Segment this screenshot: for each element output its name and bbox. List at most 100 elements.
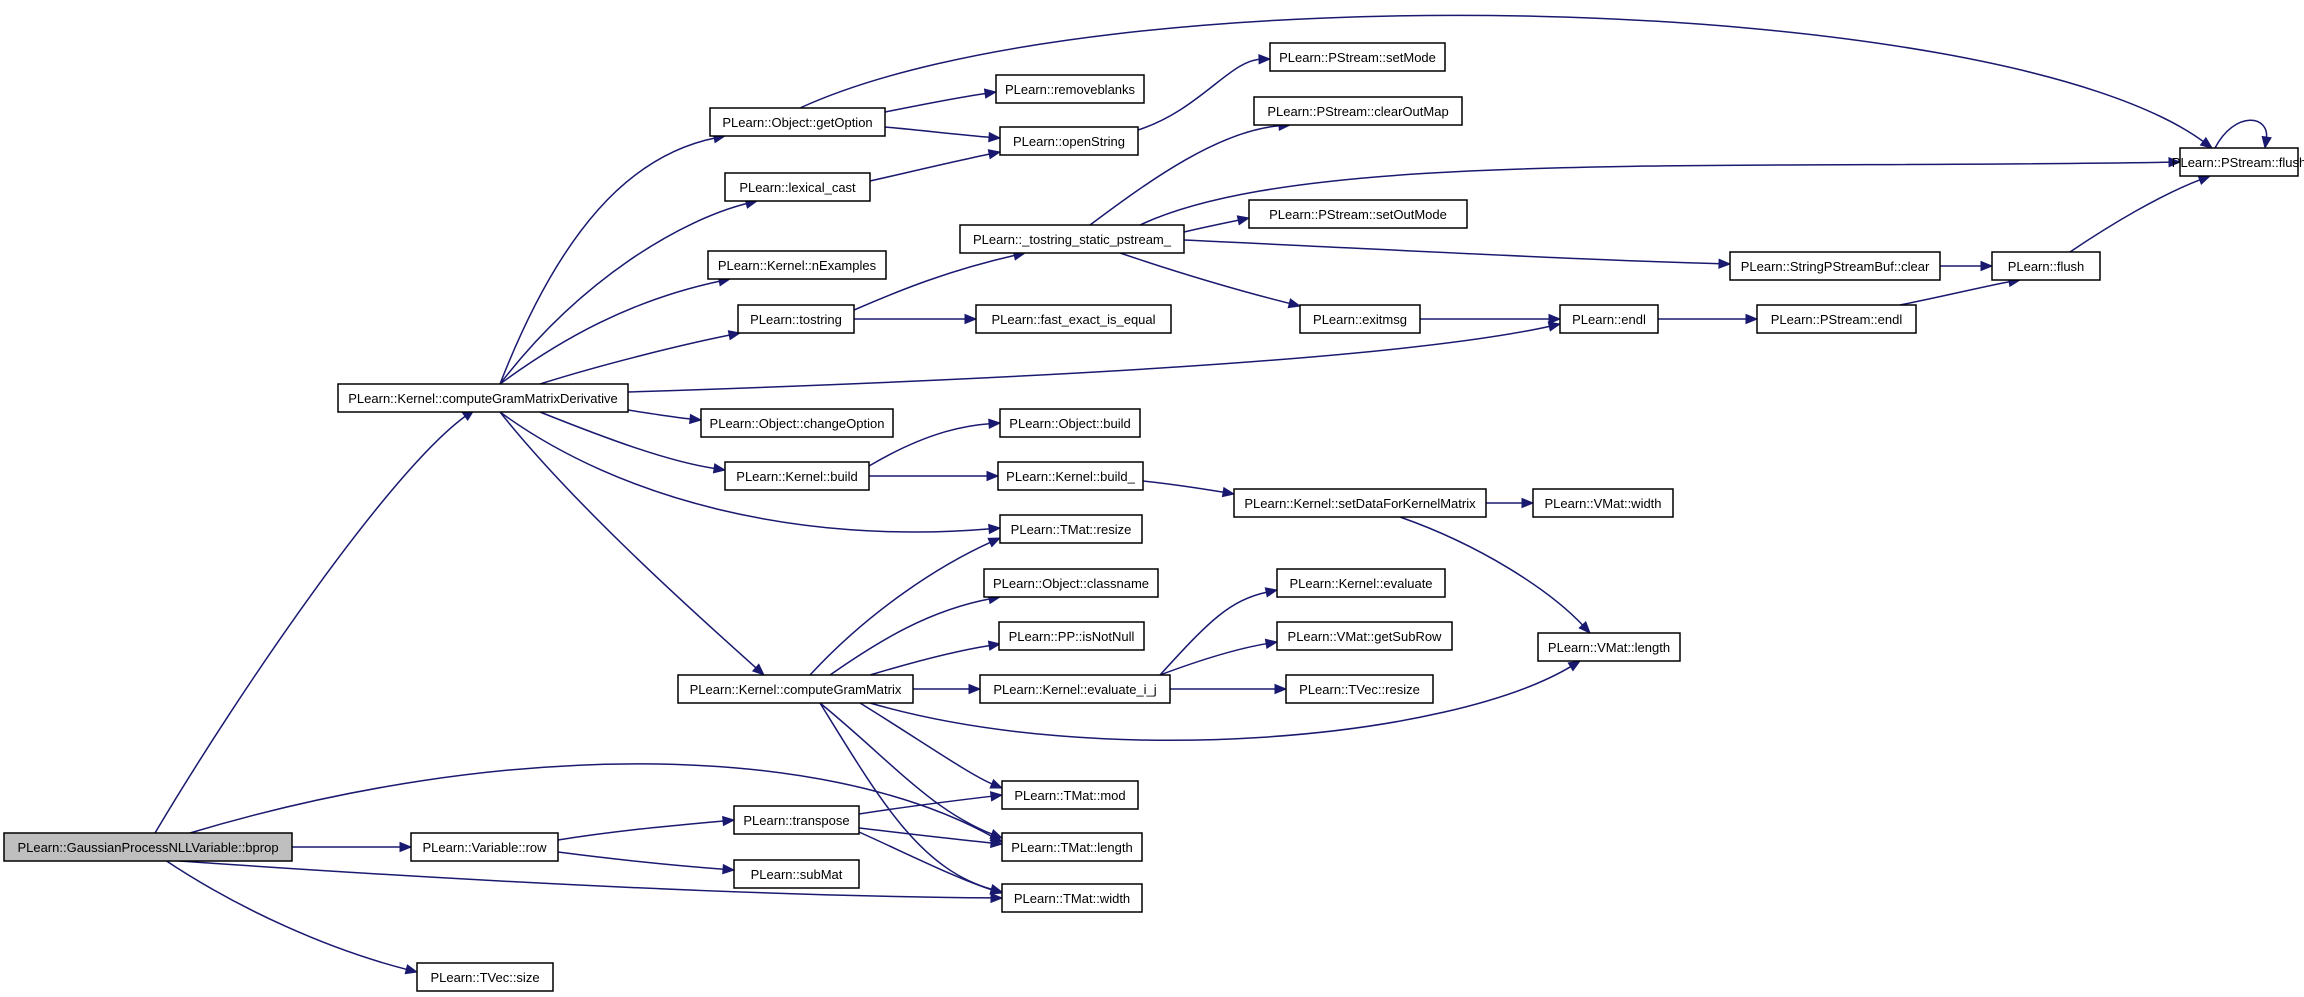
node-clearOutMap[interactable]: PLearn::PStream::clearOutMap: [1253, 96, 1463, 126]
edge-arrowhead: [987, 537, 1002, 548]
edge-line: [858, 795, 994, 815]
node-evaluate_i_j[interactable]: PLearn::Kernel::evaluate_i_j: [979, 674, 1171, 704]
node-lexical_cast[interactable]: PLearn::lexical_cast: [724, 172, 871, 202]
edge-arrowhead: [2199, 136, 2214, 149]
node-box: [2179, 147, 2299, 177]
node-computeGramMatrix[interactable]: PLearn::Kernel::computeGramMatrix: [677, 674, 914, 704]
node-bprop[interactable]: PLearn::GaussianProcessNLLVariable::bpro…: [3, 832, 293, 862]
edge-transpose-to-tmat_length: [858, 827, 1004, 849]
edge-line: [164, 859, 409, 971]
edge-evaluate_i_j-to-getSubRow: [1159, 638, 1279, 676]
node-kernel_build_[interactable]: PLearn::Kernel::build_: [997, 461, 1144, 491]
node-subMat[interactable]: PLearn::subMat: [733, 859, 860, 889]
edge-line: [154, 414, 468, 834]
node-box: [998, 621, 1145, 651]
edge-line: [499, 411, 992, 533]
edge-computeGramMatrix-to-vmat_length: [869, 660, 1582, 741]
node-vmat_length[interactable]: PLearn::VMat::length: [1537, 632, 1681, 662]
edge-computeGramMatrixDerivative-to-nExamples: [499, 276, 732, 385]
edge-arrowhead: [712, 463, 727, 474]
node-tvec_size[interactable]: PLearn::TVec::size: [416, 962, 554, 992]
edge-line: [799, 14, 2206, 144]
edge-bprop-to-tvec_size: [164, 859, 419, 975]
node-tmat_length[interactable]: PLearn::TMat::length: [1001, 832, 1143, 862]
edge-arrowhead: [1578, 621, 1591, 634]
edge-line: [809, 541, 993, 676]
node-label: PLearn::TMat::width: [1014, 891, 1130, 906]
node-setOutMode[interactable]: PLearn::PStream::setOutMode: [1248, 199, 1468, 229]
edge-line: [557, 851, 726, 871]
node-removeblanks[interactable]: PLearn::removeblanks: [995, 74, 1145, 104]
node-kernel_evaluate[interactable]: PLearn::Kernel::evaluate: [1276, 568, 1446, 598]
node-label: PLearn::PStream::flush: [2172, 155, 2304, 170]
edge-arrowhead: [1264, 638, 1279, 650]
edge-arrowhead: [1236, 215, 1251, 226]
edge-arrowhead: [989, 791, 1004, 802]
edge-line: [1159, 642, 1269, 676]
node-setMode[interactable]: PLearn::PStream::setMode: [1269, 42, 1446, 72]
node-spsbuf_clear[interactable]: PLearn::StringPStreamBuf::clear: [1729, 251, 1941, 281]
node-box: [1276, 568, 1446, 598]
edge-line: [1142, 480, 1226, 494]
edge-computeGramMatrixDerivative-to-tmat_resize: [499, 411, 1002, 535]
edge-line: [869, 644, 992, 676]
node-label: PLearn::endl: [1572, 312, 1646, 327]
edge-line: [853, 254, 1017, 311]
node-box: [1233, 488, 1487, 518]
edge-arrowhead: [751, 663, 765, 676]
node-box: [416, 962, 554, 992]
node-getOption[interactable]: PLearn::Object::getOption: [709, 107, 886, 137]
node-exitmsg[interactable]: PLearn::exitmsg: [1299, 304, 1421, 334]
edge-computeGramMatrixDerivative-to-tostring: [539, 330, 742, 385]
edge-computeGramMatrixDerivative-to-lexical_cast: [499, 198, 759, 385]
node-computeGramMatrixDerivative[interactable]: PLearn::Kernel::computeGramMatrixDerivat…: [337, 383, 629, 413]
node-box: [724, 172, 871, 202]
edge-variable_row-to-transpose: [557, 815, 736, 841]
node-tmat_resize[interactable]: PLearn::TMat::resize: [999, 514, 1143, 544]
edge-line: [1183, 239, 1722, 265]
node-label: PLearn::Object::classname: [993, 576, 1149, 591]
node-pstream_endl[interactable]: PLearn::PStream::endl: [1756, 304, 1917, 334]
node-box: [1001, 832, 1143, 862]
node-setDataForKernelMatrix[interactable]: PLearn::Kernel::setDataForKernelMatrix: [1233, 488, 1487, 518]
node-tostring_static[interactable]: PLearn::_tostring_static_pstream_: [959, 224, 1185, 254]
node-box: [1248, 199, 1468, 229]
node-tostring[interactable]: PLearn::tostring: [737, 304, 855, 334]
node-box: [975, 304, 1172, 334]
edge-arrowhead: [727, 330, 742, 341]
edge-evaluate_i_j-to-tvec_resize: [1170, 683, 1288, 695]
edge-getOption-to-openString: [884, 126, 1002, 143]
edge-arrowhead: [2168, 156, 2182, 168]
node-pstream_flush[interactable]: PLearn::PStream::flush: [2172, 147, 2304, 177]
node-transpose[interactable]: PLearn::transpose: [733, 805, 860, 835]
node-flush[interactable]: PLearn::flush: [1991, 251, 2101, 281]
node-box: [995, 74, 1145, 104]
node-kernel_build[interactable]: PLearn::Kernel::build: [724, 461, 870, 491]
edge-arrowhead: [404, 964, 419, 975]
node-fast_exact_is_equal[interactable]: PLearn::fast_exact_is_equal: [975, 304, 1172, 334]
node-vmat_width[interactable]: PLearn::VMat::width: [1532, 488, 1674, 518]
node-classname[interactable]: PLearn::Object::classname: [983, 568, 1159, 598]
node-variable_row[interactable]: PLearn::Variable::row: [410, 832, 559, 862]
edge-kernel_build-to-object_build: [868, 418, 1002, 467]
node-endl[interactable]: PLearn::endl: [1559, 304, 1659, 334]
node-getSubRow[interactable]: PLearn::VMat::getSubRow: [1276, 621, 1453, 651]
node-isNotNull[interactable]: PLearn::PP::isNotNull: [998, 621, 1145, 651]
node-box: [1299, 304, 1421, 334]
node-tvec_resize[interactable]: PLearn::TVec::resize: [1285, 674, 1434, 704]
edge-line: [539, 411, 717, 470]
node-changeOption[interactable]: PLearn::Object::changeOption: [700, 408, 894, 438]
edge-line: [859, 702, 994, 786]
node-tmat_mod[interactable]: PLearn::TMat::mod: [1001, 780, 1139, 810]
node-box: [733, 805, 860, 835]
node-openString[interactable]: PLearn::openString: [999, 126, 1139, 156]
node-box: [737, 304, 855, 334]
node-object_build[interactable]: PLearn::Object::build: [999, 408, 1141, 438]
edge-arrowhead: [689, 413, 703, 425]
edge-bprop-to-tmat_width: [164, 859, 1004, 904]
node-nExamples[interactable]: PLearn::Kernel::nExamples: [707, 250, 887, 280]
node-tmat_width[interactable]: PLearn::TMat::width: [1001, 883, 1143, 913]
edge-arrowhead: [987, 149, 1002, 160]
edge-line: [1899, 280, 2012, 306]
